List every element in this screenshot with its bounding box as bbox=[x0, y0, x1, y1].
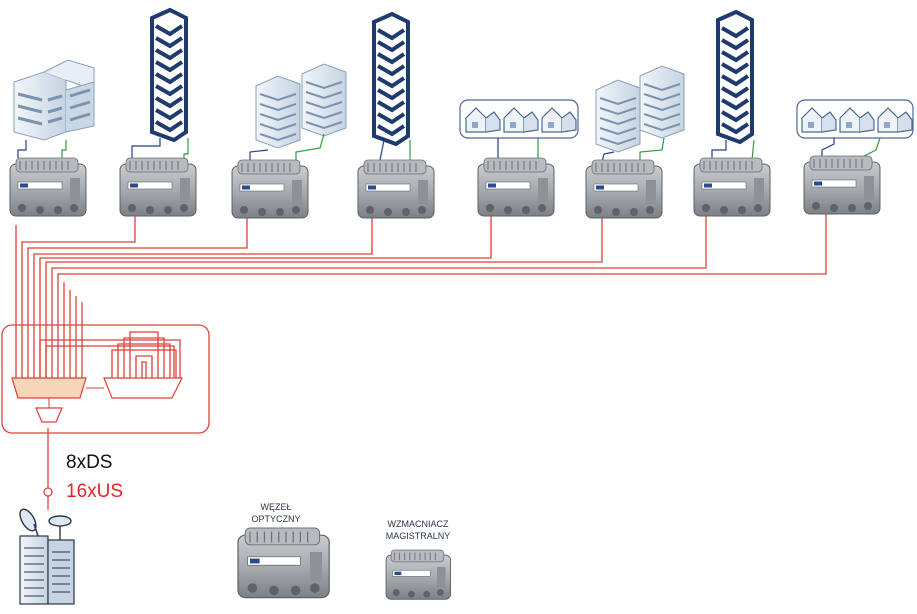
legend-optical-node bbox=[237, 527, 330, 599]
fiber-link-2 bbox=[21, 215, 136, 392]
apartment-building-icon bbox=[301, 63, 347, 137]
site-5 bbox=[459, 99, 579, 217]
optical-node-device-icon bbox=[477, 157, 555, 217]
site-1 bbox=[9, 58, 96, 217]
fiber-link-3 bbox=[27, 218, 248, 392]
rf-combiner-splitter-icon bbox=[11, 377, 183, 423]
optical-node-device-icon bbox=[585, 159, 663, 219]
legend-amplifier-label: WZMACNIACZ MAGISTRALNY bbox=[368, 518, 468, 542]
legend-amplifier-line-1: WZMACNIACZ bbox=[387, 519, 449, 529]
site-8 bbox=[796, 99, 914, 215]
optical-node-device-icon bbox=[803, 155, 881, 215]
legend-node-line-2: OPTYCZNY bbox=[251, 514, 301, 524]
legend-node-label: WĘZEŁ OPTYCZNY bbox=[236, 501, 316, 525]
upstream-label: 16xUS bbox=[66, 481, 124, 502]
apartment-building-icon bbox=[595, 79, 641, 153]
optical-node-device-icon bbox=[119, 157, 197, 217]
optical-node-device-icon bbox=[237, 527, 330, 599]
fiber-link-6 bbox=[45, 212, 603, 392]
site-7 bbox=[693, 10, 771, 217]
tower-building-icon bbox=[150, 8, 188, 142]
tower-building-icon bbox=[716, 10, 754, 144]
fiber-links bbox=[1, 210, 827, 510]
site-2 bbox=[119, 8, 197, 217]
apartment-building-icon bbox=[639, 65, 685, 139]
office-building-icon bbox=[12, 58, 96, 142]
tower-building-icon bbox=[372, 12, 410, 146]
optical-node-device-icon bbox=[9, 157, 87, 217]
headend-server-with-satellite-dishes-icon bbox=[19, 508, 75, 605]
fiber-link-5 bbox=[39, 210, 492, 392]
optical-node-device-icon bbox=[231, 159, 309, 219]
fiber-link-7 bbox=[51, 214, 707, 392]
optical-node-device-icon bbox=[693, 157, 771, 217]
fiber-link-8 bbox=[57, 212, 827, 392]
legend-node-line-1: WĘZEŁ bbox=[260, 502, 292, 512]
optical-node-device-icon bbox=[357, 159, 435, 219]
apartment-building-icon bbox=[255, 75, 301, 149]
site-4 bbox=[357, 12, 435, 219]
legend-trunk-amplifier bbox=[385, 549, 452, 600]
site-3 bbox=[231, 63, 347, 219]
fiber-link-4 bbox=[33, 218, 373, 392]
legend-amplifier-line-2: MAGISTRALNY bbox=[385, 531, 451, 541]
trunk-amplifier-device-icon bbox=[385, 549, 452, 600]
downstream-label: 8xDS bbox=[66, 452, 113, 473]
site-6 bbox=[585, 65, 685, 219]
